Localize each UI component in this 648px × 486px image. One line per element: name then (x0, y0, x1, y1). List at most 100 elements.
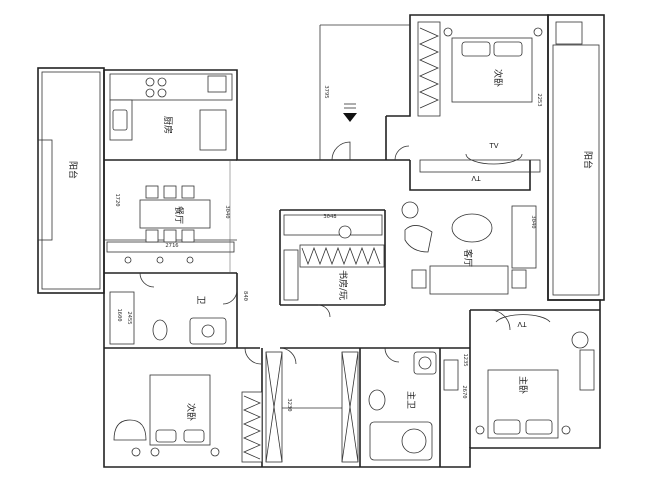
room-labels: 阳台 厨房 餐厅 卫 次卧 阳台 客厅 书房/玩 次卧 主卫 主卧 (67, 69, 594, 421)
dimension-2670: 2670 (461, 385, 467, 398)
room-label-study: 书房/玩 (337, 270, 349, 300)
living-top-wall (409, 160, 531, 191)
tv-label-living: TV (471, 174, 481, 182)
stove-burner-icon (157, 88, 167, 98)
plant-icon (156, 256, 164, 264)
armchair-icon (404, 225, 433, 253)
plant-icon (186, 256, 194, 264)
hanger-zigzag (419, 27, 439, 109)
dining-table (139, 199, 211, 229)
tv-label-top: TV (488, 142, 498, 150)
tv-arc-master (495, 314, 551, 323)
pillow-icon (525, 419, 553, 435)
top-bedroom-furniture (417, 21, 583, 117)
pillow-icon (493, 41, 523, 57)
pillow-icon (155, 429, 177, 443)
toilet-icon (368, 389, 386, 411)
chair-icon (145, 185, 159, 199)
bookshelf-zigzag (301, 246, 381, 266)
room-label-balcony-left: 阳台 (67, 161, 79, 179)
balcony-left-inner (41, 71, 101, 290)
dimension-3040a: 3040 (224, 205, 230, 218)
chair-icon (145, 229, 159, 243)
door-master-bath[interactable] (384, 347, 400, 363)
dimension-3040b: 3040 (530, 215, 536, 228)
closet-furniture (265, 351, 359, 463)
stove-burner-icon (145, 88, 155, 98)
toilet-icon (152, 319, 168, 341)
kitchen-top-wall (104, 69, 410, 161)
room-label-guest-bath: 卫 (195, 295, 205, 304)
stove-burner-icon (145, 77, 155, 87)
cabinet-icon (443, 359, 459, 391)
stove-burner-icon (157, 77, 167, 87)
door-bath-side[interactable] (222, 289, 238, 305)
door-bedroom-left[interactable] (244, 347, 262, 365)
balcony-right-inner (552, 44, 600, 296)
entry-arrow-icon (343, 103, 357, 122)
lamp-icon (210, 447, 220, 457)
dimension-labels: 3795 2253 1720 3040 2716 3048 3040 1600 … (114, 85, 542, 411)
dimension-3048: 3048 (323, 214, 336, 220)
chair-icon (181, 185, 195, 199)
dimension-1720: 1720 (114, 193, 120, 206)
shower-icon (109, 291, 135, 345)
tub-drain-icon (401, 428, 427, 454)
door-master[interactable] (489, 309, 511, 331)
door-top-bedroom[interactable] (394, 145, 410, 161)
room-label-master-bedroom: 主卧 (517, 376, 529, 394)
chair-icon (181, 229, 195, 243)
side-table-icon (511, 269, 527, 289)
entry-arrow-head (343, 113, 357, 122)
coffee-table-icon (451, 213, 493, 243)
plant-icon (124, 256, 132, 264)
dimension-2455: 2455 (126, 311, 132, 324)
door-study[interactable] (317, 304, 331, 318)
side-table-icon (411, 269, 427, 289)
door-closet[interactable] (279, 347, 297, 365)
sink-icon (112, 109, 128, 131)
room-label-bedroom-bottom: 次卧 (185, 403, 197, 421)
armchair-icon (113, 419, 147, 441)
dimension-840: 840 (242, 291, 248, 301)
dimension-3230: 3230 (286, 398, 292, 411)
chair-icon (571, 331, 589, 349)
study-furniture (283, 214, 385, 301)
hanger-zigzag (243, 395, 261, 460)
lamp-icon (475, 425, 485, 435)
balcony-left-wall (37, 67, 105, 294)
basin-bowl-icon (418, 356, 432, 370)
room-label-master-bath: 主卫 (405, 391, 417, 409)
pillow-icon (493, 419, 521, 435)
room-label-kitchen: 厨房 (162, 116, 174, 134)
lamp-icon (533, 27, 543, 37)
tv-arc-top (465, 153, 523, 165)
balcony-left-window (37, 139, 53, 241)
outer-walls (37, 14, 605, 468)
dimension-2716: 2716 (165, 243, 178, 249)
bottom-left-bedroom-furniture (113, 374, 263, 463)
lamp-icon (150, 447, 160, 457)
dining-furniture (124, 185, 211, 264)
balcony-right-wall (547, 14, 605, 301)
lamp-icon (443, 27, 453, 37)
dimension-3795: 3795 (323, 85, 329, 98)
fridge-icon (199, 109, 227, 151)
room-label-living: 客厅 (462, 249, 474, 267)
guest-bath-furniture (109, 291, 227, 345)
kitchen-furniture (109, 73, 233, 151)
tv-wall-cabinet (419, 159, 541, 173)
dimension-2253: 2253 (536, 93, 542, 106)
hood-icon (207, 75, 227, 93)
desk-icon (283, 214, 383, 236)
door-entry[interactable] (331, 141, 351, 161)
door-guest-bath[interactable] (139, 272, 155, 288)
closet-cross (265, 351, 283, 463)
tv-label-master: TV (517, 320, 527, 328)
chair-icon (163, 229, 177, 243)
living-furniture (401, 201, 537, 295)
pillow-icon (461, 41, 491, 57)
room-label-bedroom-top: 次卧 (492, 69, 504, 87)
tv-markers: TV TV TV (465, 142, 551, 328)
